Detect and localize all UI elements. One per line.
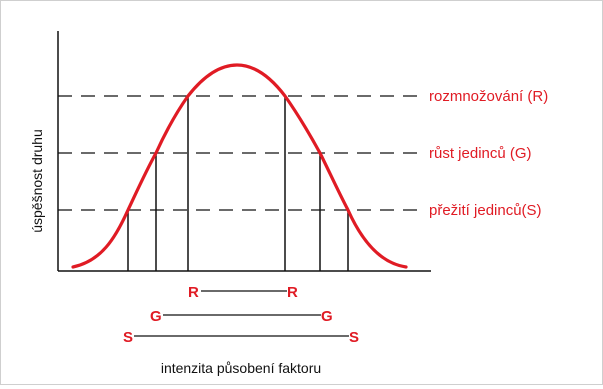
tolerance-curve	[71, 63, 408, 269]
level-label-g: růst jedinců (G)	[429, 145, 532, 162]
x-axis-label: intenzita působení faktoru	[161, 360, 321, 376]
range-g-left: G	[150, 308, 162, 325]
range-r-left: R	[188, 284, 199, 301]
range-r-right: R	[287, 284, 298, 301]
range-s-right: S	[349, 329, 359, 346]
level-label-s: přežití jedinců(S)	[429, 202, 542, 219]
range-g-right: G	[321, 308, 333, 325]
level-label-r: rozmnožování (R)	[429, 88, 548, 105]
range-s-left: S	[123, 329, 133, 346]
y-axis-label: úspěšnost druhu	[29, 129, 45, 233]
